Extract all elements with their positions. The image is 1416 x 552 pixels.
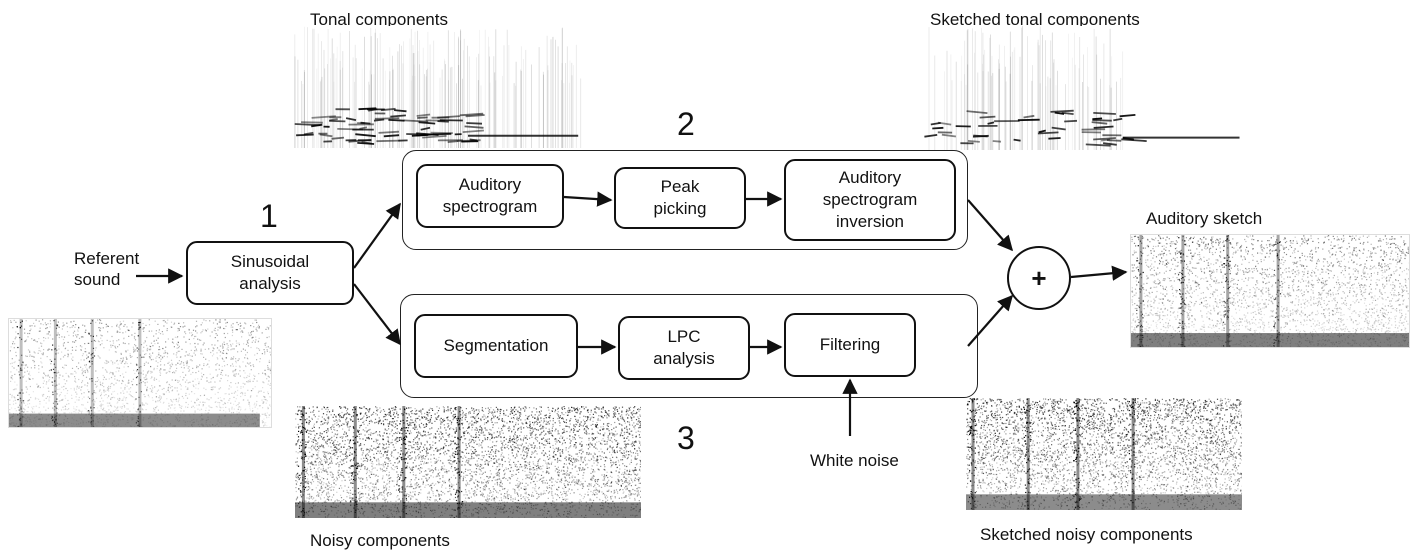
sketched-noisy-components-label: Sketched noisy components <box>980 525 1193 544</box>
auditory-spectrogram-block: Auditory spectrogram <box>416 164 564 228</box>
filtering-block: Filtering <box>784 313 916 377</box>
noisy-components-spectrogram <box>295 406 641 518</box>
tonal-components-label: Tonal components <box>310 10 448 29</box>
lpc-analysis-block: LPC analysis <box>618 316 750 380</box>
arrow-noise-to-sum <box>967 294 1014 347</box>
noise-processing-group <box>400 294 978 398</box>
summing-junction: + <box>1007 246 1071 310</box>
arrow-sinusoidal-to-tonal <box>353 202 401 269</box>
arrow-sinusoidal-to-noise <box>353 283 401 346</box>
auditory-sketch-spectrogram <box>1130 234 1410 348</box>
arrow-spectrogram-to-peak <box>563 191 613 207</box>
sinusoidal-analysis-block: Sinusoidal analysis <box>186 241 354 305</box>
referent-sound-spectrogram <box>8 318 272 428</box>
white-noise-label: White noise <box>810 451 899 470</box>
peak-picking-block: Peak picking <box>614 167 746 229</box>
stage-number-1: 1 <box>260 198 278 234</box>
sketched-noisy-spectrogram <box>966 398 1242 510</box>
tonal-processing-group <box>402 150 968 250</box>
tonal-components-spectrogram <box>294 26 584 148</box>
arrow-sum-to-sketch <box>1070 265 1128 281</box>
spectrogram-inversion-block: Auditory spectrogram inversion <box>784 159 956 241</box>
noisy-components-label: Noisy components <box>310 531 450 550</box>
sketched-tonal-spectrogram <box>922 26 1246 150</box>
sketched-tonal-components-label: Sketched tonal components <box>930 10 1140 29</box>
auditory-sketch-label: Auditory sketch <box>1146 209 1263 228</box>
referent-sound-label: Referent sound <box>74 249 140 289</box>
segmentation-block: Segmentation <box>414 314 578 378</box>
arrow-tonal-to-sum <box>967 199 1014 252</box>
stage-number-3: 3 <box>677 420 695 456</box>
stage-number-2: 2 <box>677 106 695 142</box>
